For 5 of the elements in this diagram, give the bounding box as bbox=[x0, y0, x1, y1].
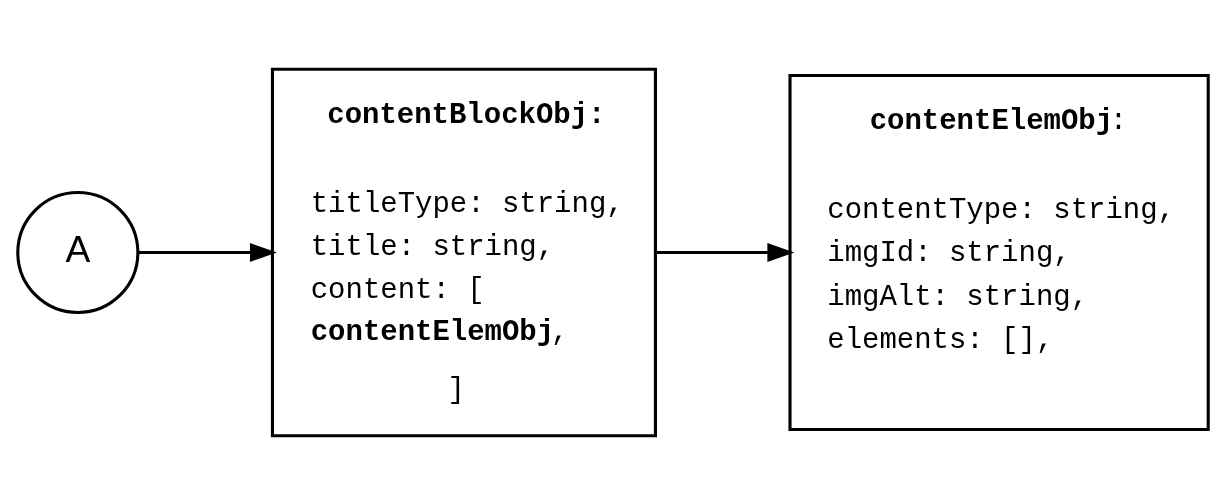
arrow bbox=[137, 242, 277, 262]
arrow bbox=[655, 242, 795, 262]
node-circle: A bbox=[16, 190, 140, 314]
node-box: contentElemObj: contentType: string, imgId: string, imgAlt: string, elements: [], bbox=[788, 73, 1210, 431]
node-box: contentBlockObj: titleType: string, title: string, content: [ contentElemObj, ] bbox=[270, 67, 657, 437]
